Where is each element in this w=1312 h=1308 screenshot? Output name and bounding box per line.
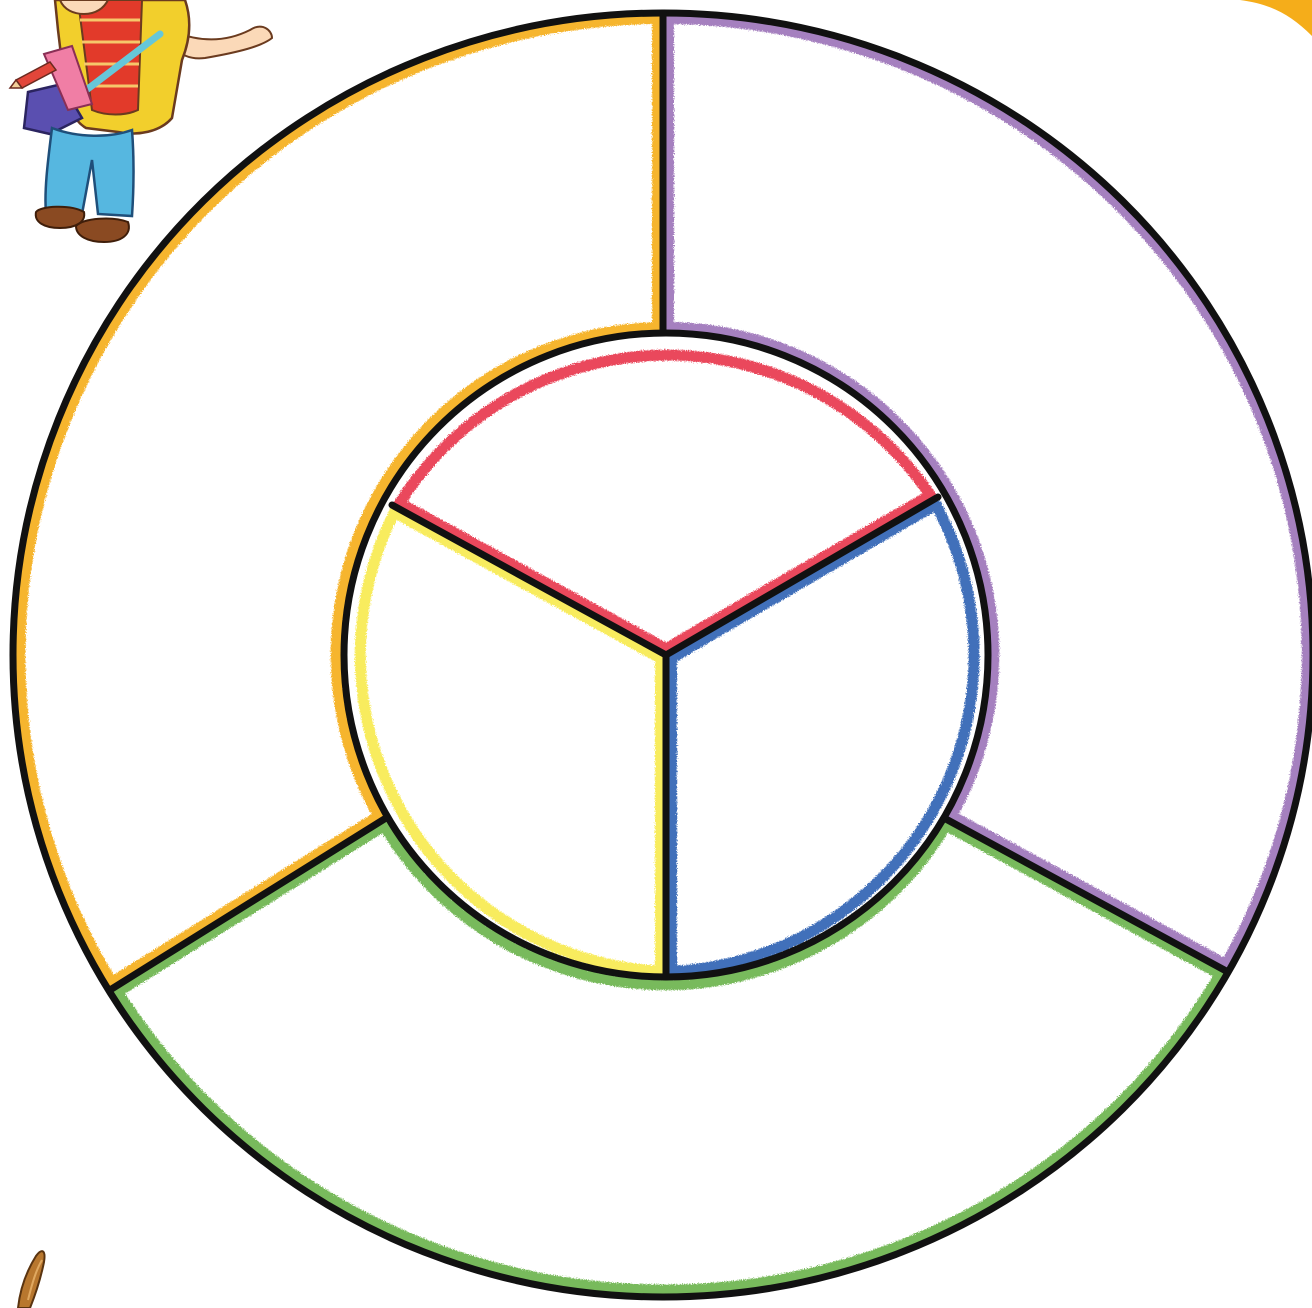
orange-corner-tab [1010, 0, 1312, 36]
paintbrush-tip [18, 1251, 45, 1308]
